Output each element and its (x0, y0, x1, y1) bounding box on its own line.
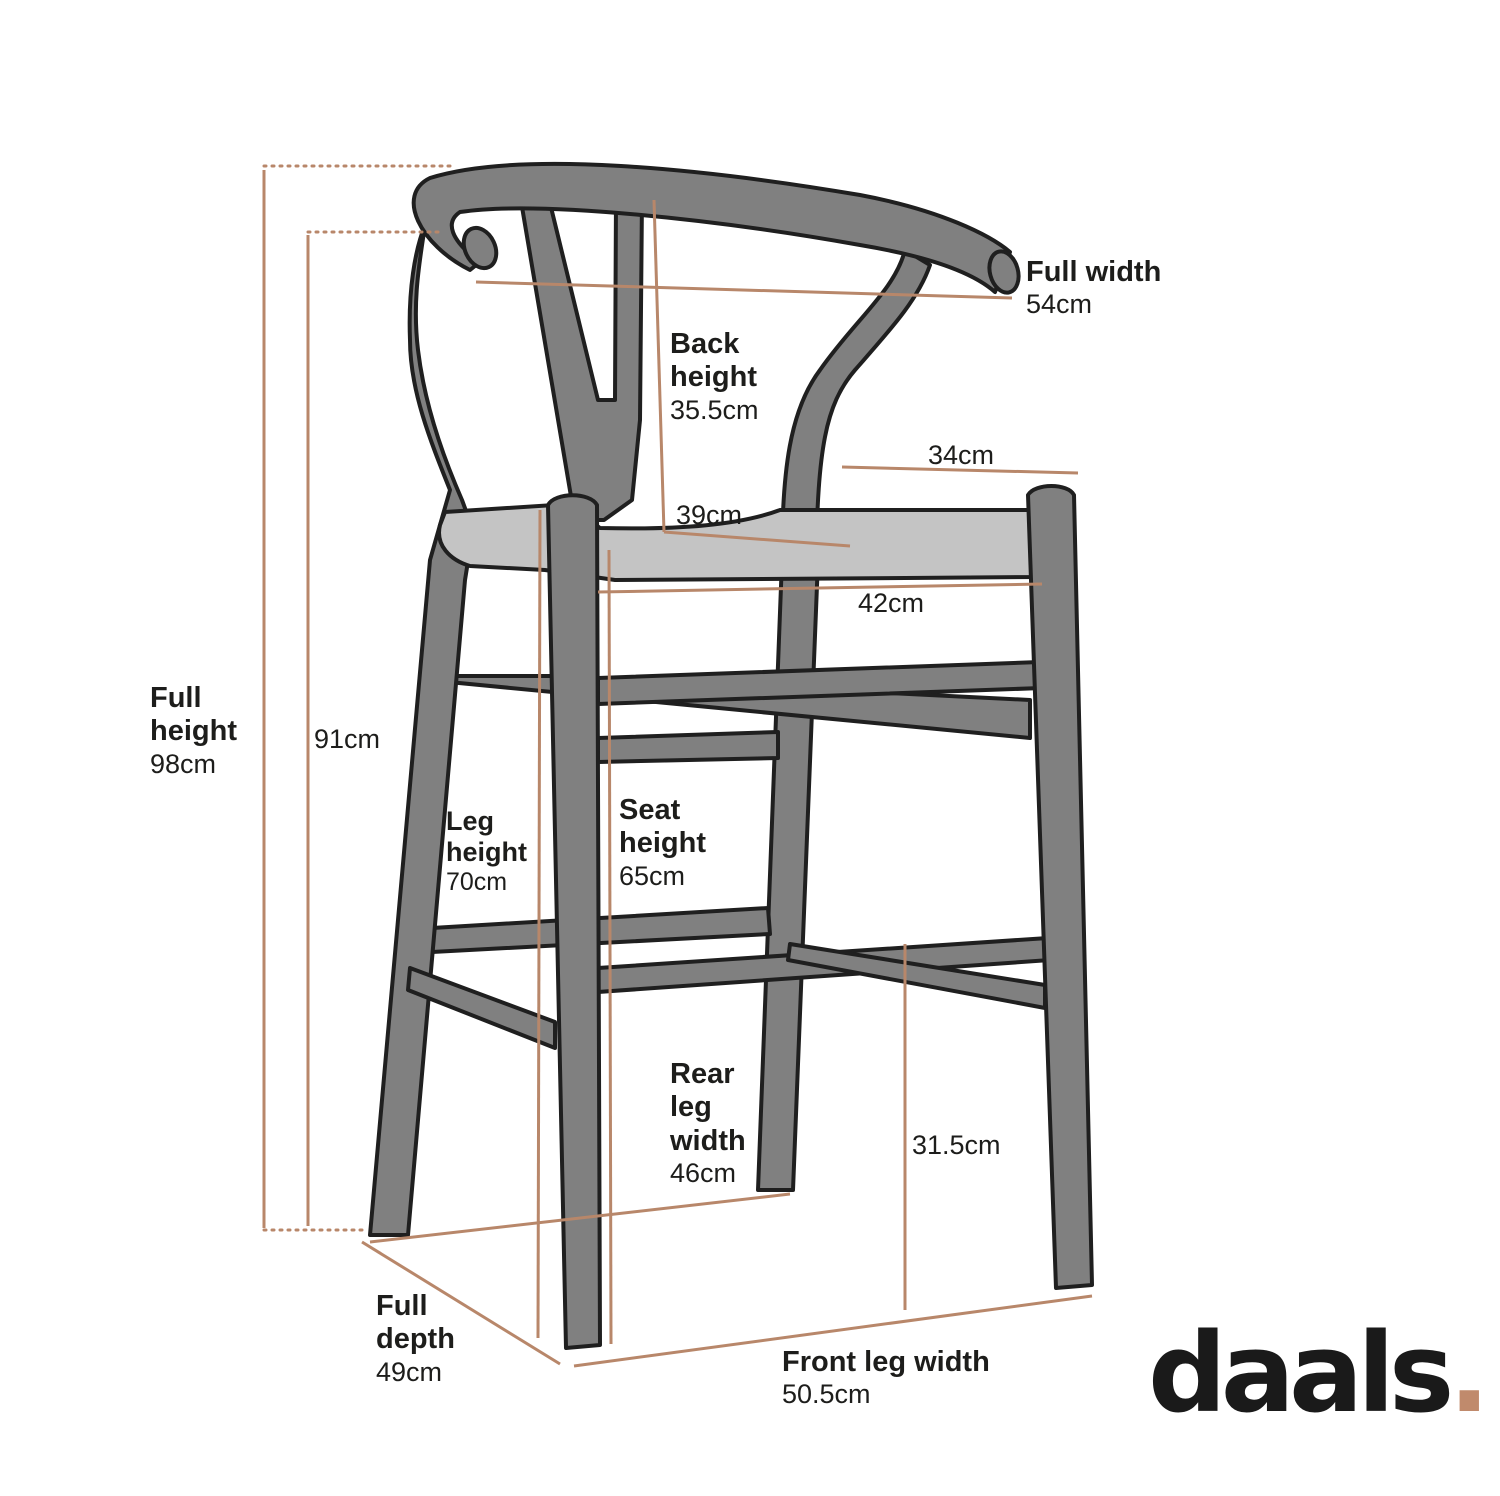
full-width-value: 54cm (1026, 289, 1093, 320)
seat-depth-dim (841, 465, 1079, 475)
rear-left-leg (368, 223, 475, 1237)
seat-back-width-label: 39cm (676, 500, 742, 531)
seat-front-width-label: 42cm (858, 588, 924, 619)
back-height-dim (652, 199, 666, 533)
side-lower-stretcher (596, 730, 780, 764)
footrest-height-label: 31.5cm (912, 1130, 1001, 1161)
front-left-leg (546, 493, 602, 1350)
rear-leg-width-title-2: leg (670, 1091, 712, 1124)
seat-depth-label: 34cm (928, 440, 994, 471)
rear-leg-width-dim (369, 1192, 791, 1244)
full-width-dim (475, 280, 1013, 300)
back-height-title-1: Back (670, 328, 740, 360)
seat-height-value: 65cm (619, 860, 686, 891)
leg-height-value: 70cm (446, 868, 508, 897)
full-height-title-2: height (150, 715, 237, 748)
logo-dot: . (1448, 1309, 1490, 1437)
rear-leg-width-label: Rear leg width 46cm (670, 1058, 746, 1189)
daals-logo: daals. (1148, 1318, 1490, 1428)
rear-leg-width-title-1: Rear (670, 1058, 735, 1090)
seat-depth-value: 34cm (928, 440, 995, 470)
seat-height-label: Seat height 65cm (619, 794, 706, 892)
full-height-value: 98cm (150, 748, 217, 779)
back-height-label: Back height 35.5cm (670, 328, 759, 426)
seat-back-width-dim (663, 530, 851, 548)
top-rail-end-right (987, 249, 1021, 295)
front-right-leg (1026, 484, 1094, 1290)
rear-lower-stretcher (430, 906, 772, 954)
full-depth-title-2: depth (376, 1323, 455, 1356)
y-back-splat (518, 193, 644, 522)
footrest-height-value: 31.5cm (912, 1130, 1001, 1160)
full-depth-label: Full depth 49cm (376, 1290, 455, 1388)
front-leg-width-value: 50.5cm (782, 1379, 871, 1410)
left-foot-stretcher (406, 966, 557, 1050)
full-depth-dim (361, 1240, 561, 1366)
leg-height-title-1: Leg (446, 806, 495, 836)
back-top-height-value: 91cm (314, 724, 381, 754)
full-width-title: Full width (1026, 256, 1162, 288)
seat-height-title-2: height (619, 827, 706, 860)
back-height-value: 35.5cm (670, 394, 759, 425)
leg-height-label: Leg height 70cm (446, 806, 527, 897)
seat-front-width-value: 42cm (858, 588, 925, 618)
full-height-title-1: Full (150, 682, 202, 714)
logo-wordmark: daals (1148, 1309, 1454, 1437)
rear-leg-width-value: 46cm (670, 1158, 737, 1189)
seat-height-dim (607, 549, 613, 1345)
seat-front-width-dim (597, 582, 1043, 594)
front-leg-width-label: Front leg width 50.5cm (782, 1346, 990, 1410)
full-depth-title-1: Full (376, 1290, 428, 1322)
leg-height-dim (536, 509, 542, 1339)
front-leg-width-dim (573, 1294, 1093, 1368)
rear-leg-width-title-3: width (670, 1124, 746, 1157)
rear-right-leg (756, 558, 820, 1192)
top-rail-end-left (461, 225, 499, 271)
full-width-label: Full width 54cm (1026, 256, 1161, 320)
back-height-title-2: height (670, 361, 757, 394)
leg-height-title-2: height (446, 837, 527, 868)
back-top-height-label: 91cm (314, 724, 380, 755)
full-height-label: Full height 98cm (150, 682, 237, 780)
front-leg-width-title: Front leg width (782, 1346, 990, 1378)
seat-height-title-1: Seat (619, 794, 681, 826)
seat-back-width-value: 39cm (676, 500, 743, 530)
full-depth-value: 49cm (376, 1356, 443, 1387)
